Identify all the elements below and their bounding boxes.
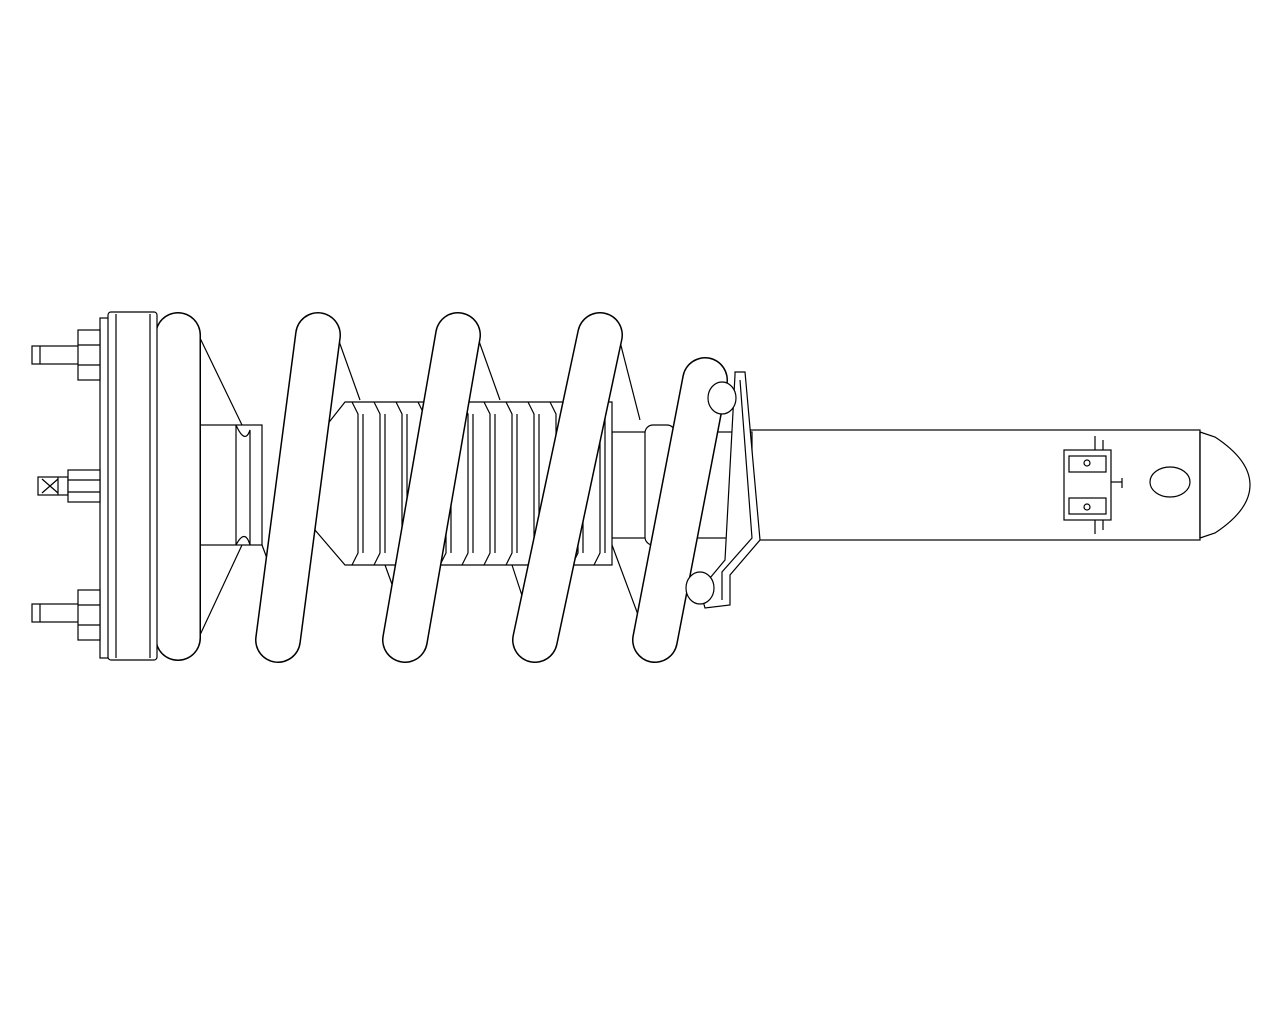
center-stud	[37, 469, 101, 503]
bottom-stud	[31, 589, 101, 641]
spring-coil	[256, 313, 340, 662]
top-stud	[31, 329, 101, 381]
upper-mount-plate	[99, 311, 158, 661]
bellows-fold	[483, 401, 491, 566]
spring-coil	[513, 313, 622, 662]
bellows-fold	[373, 401, 381, 566]
spring-coil	[383, 313, 480, 662]
brake-line-bracket	[685, 371, 761, 609]
strut-body-tube	[749, 429, 1251, 541]
bellows-fold	[505, 401, 513, 566]
mounting-hole	[1149, 466, 1191, 498]
spring-coil	[633, 358, 727, 662]
coil-spring	[155, 312, 728, 663]
bellows-fold	[351, 401, 359, 566]
